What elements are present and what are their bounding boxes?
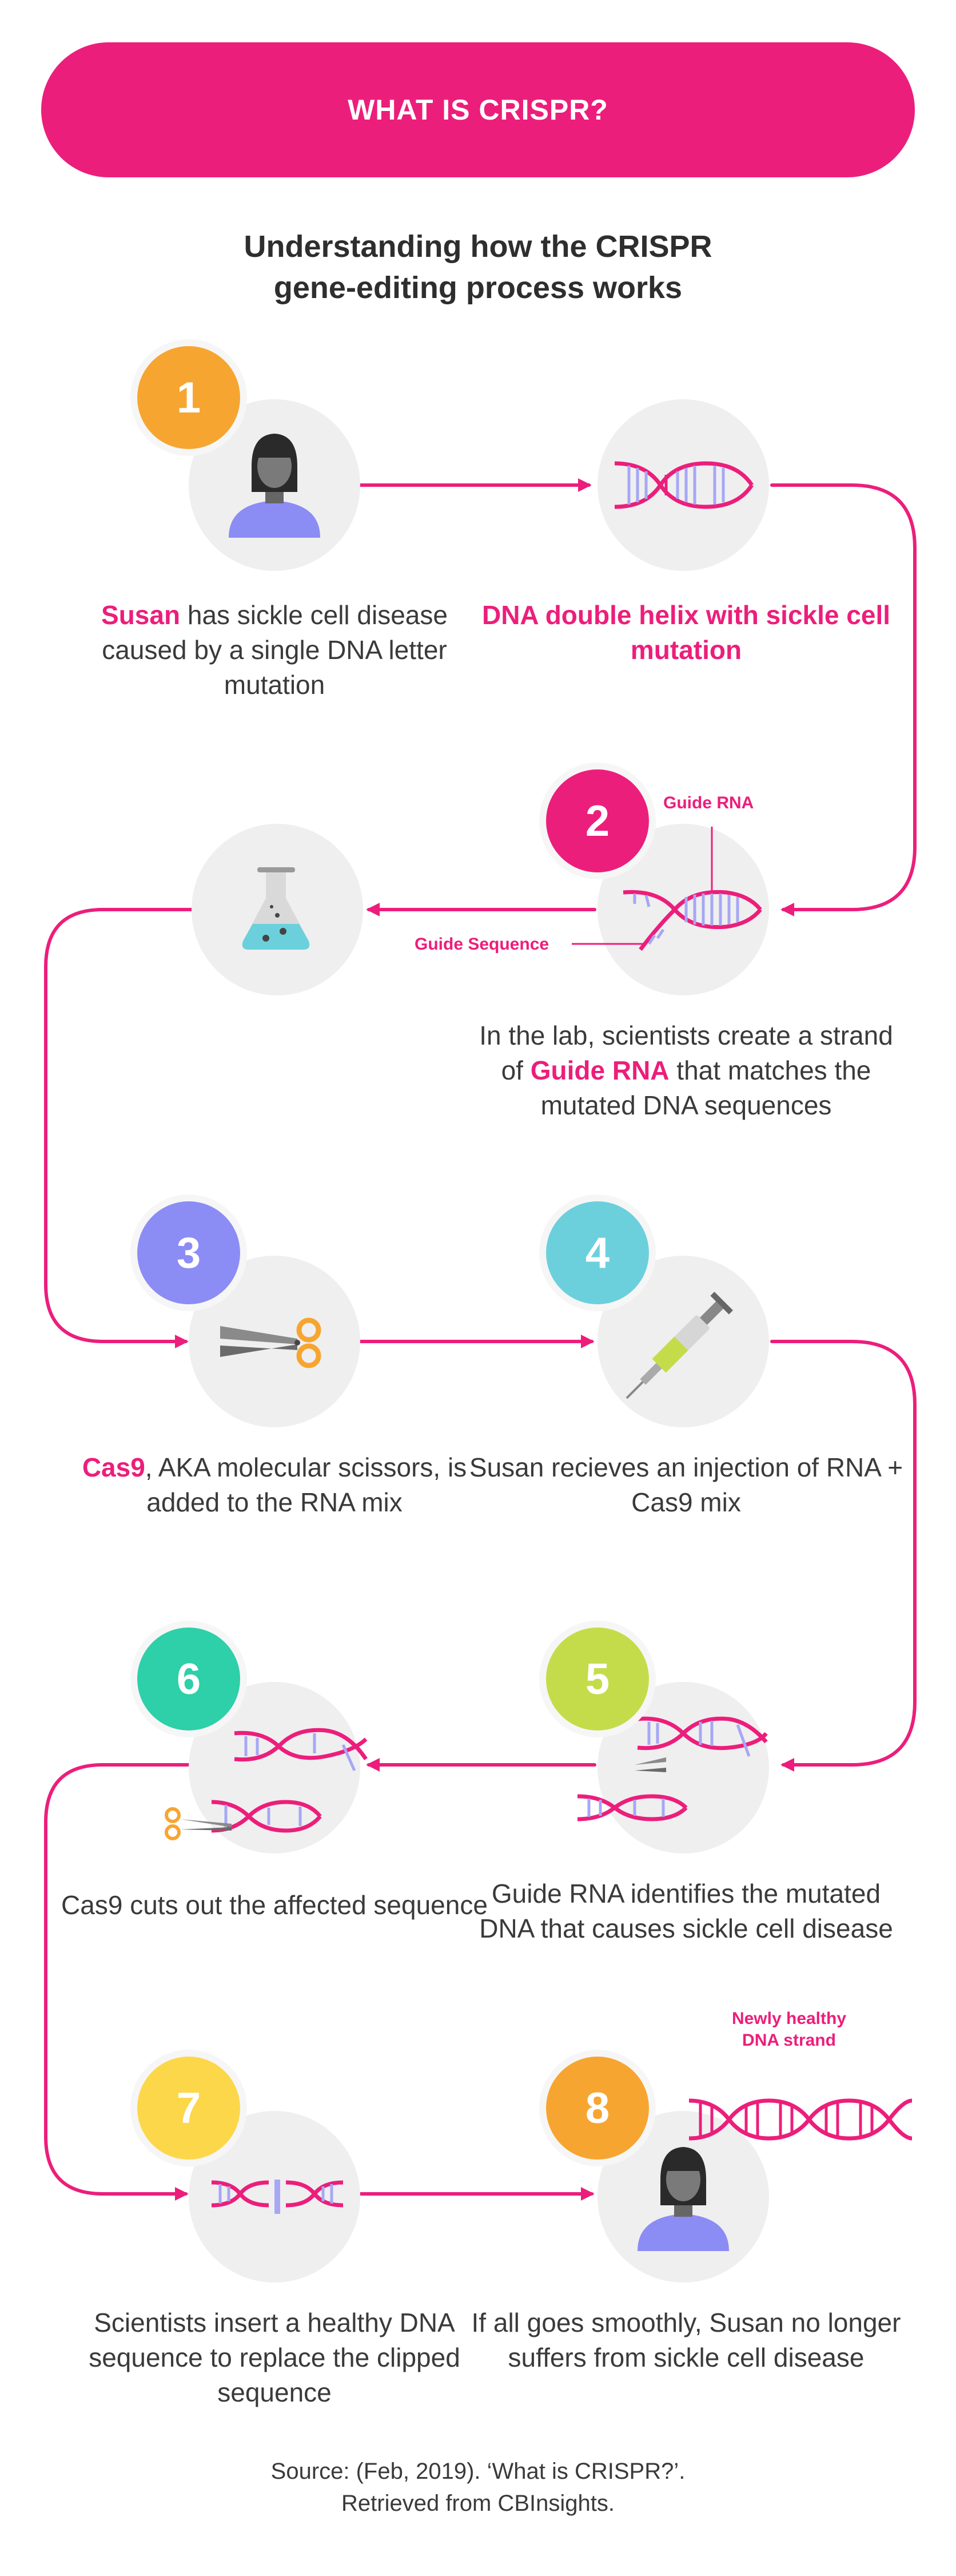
step-2-text-after: that matches the mutated DNA sequences (540, 1055, 871, 1120)
step-8-caption: If all goes smoothly, Susan no longer su… (469, 2305, 903, 2375)
guide-sequence-label: Guide Sequence (415, 935, 549, 954)
syringe-icon (626, 1292, 733, 1399)
step-1-highlight: Susan (101, 600, 181, 630)
newly-healthy-line-2: DNA strand (742, 2031, 836, 2050)
dna-helix-icon (688, 2098, 913, 2141)
step-1-caption: Susan has sickle cell disease caused by … (57, 598, 492, 702)
subtitle-line-2: gene-editing process works (273, 271, 683, 305)
newly-healthy-label: Newly healthy DNA strand (726, 2008, 852, 2051)
arrow-icon (44, 908, 193, 1348)
title-banner: WHAT IS CRISPR? (41, 42, 915, 177)
subtitle-line-1: Understanding how the CRISPR (244, 229, 712, 264)
arrow-icon (44, 1763, 193, 2201)
step-2-caption: In the lab, scientists create a strand o… (469, 1018, 903, 1123)
dna-caption-text: DNA double helix with sickle cell mutati… (481, 600, 891, 665)
dna-helix-icon (211, 1728, 368, 1833)
source-line-2: Retrieved from CBInsights. (341, 2491, 615, 2516)
source-line-1: Source: (Feb, 2019). ‘What is CRISPR?’. (270, 2459, 686, 2484)
step-8-badge: 8 (546, 2057, 649, 2160)
step-6-text: Cas9 cuts out the affected sequence (61, 1890, 488, 1920)
dna-caption: DNA double helix with sickle cell mutati… (469, 598, 903, 668)
step-2-text-before: In the lab, scientists create a strand o… (479, 1021, 893, 1085)
dna-helix-icon (614, 461, 754, 509)
step-2-highlight: Guide RNA (530, 1055, 670, 1085)
step-7-caption: Scientists insert a healthy DNA sequence… (57, 2305, 492, 2410)
step-7-text: Scientists insert a healthy DNA sequence… (89, 2308, 460, 2407)
subtitle: Understanding how the CRISPR gene-editin… (0, 226, 956, 308)
dna-helix-icon (211, 2180, 344, 2214)
dna-helix-icon (572, 827, 762, 951)
page-title: WHAT IS CRISPR? (348, 94, 608, 126)
step-6-caption: Cas9 cuts out the affected sequence (57, 1888, 492, 1923)
step-3-highlight: Cas9 (82, 1452, 145, 1482)
step-8-text: If all goes smoothly, Susan no longer su… (471, 2308, 901, 2372)
scissors-icon (165, 1807, 232, 1840)
step-1-text: has sickle cell disease caused by a sing… (102, 600, 448, 700)
person-icon (638, 2147, 729, 2251)
step-3-text: , AKA molecular scissors, is added to th… (145, 1452, 467, 1517)
arrow-icon (770, 483, 917, 916)
step-7-badge: 7 (137, 2057, 240, 2160)
dna-circle (598, 399, 769, 571)
flask-icon (242, 867, 310, 950)
guide-rna-label: Guide RNA (663, 793, 754, 812)
arrow-icon (770, 1340, 917, 1772)
person-icon (229, 434, 320, 538)
step-2-badge: 2 (546, 769, 649, 872)
scissors-icon (220, 1317, 321, 1368)
step-4-caption: Susan recieves an injection of RNA + Cas… (469, 1450, 903, 1520)
step-6-badge: 6 (137, 1628, 240, 1730)
step-3-caption: Cas9, AKA molecular scissors, is added t… (57, 1450, 492, 1520)
scissors-icon (635, 1757, 666, 1772)
step-3-badge: 3 (137, 1201, 240, 1304)
step-5-text: Guide RNA identifies the mutated DNA tha… (479, 1879, 893, 1943)
source-citation: Source: (Feb, 2019). ‘What is CRISPR?’. … (0, 2455, 956, 2519)
step-1-badge: 1 (137, 346, 240, 449)
dna-helix-icon (577, 1716, 768, 1821)
step-5-caption: Guide RNA identifies the mutated DNA tha… (469, 1876, 903, 1946)
step-5-badge: 5 (546, 1628, 649, 1730)
newly-healthy-line-1: Newly healthy (731, 2009, 847, 2028)
step-4-badge: 4 (546, 1201, 649, 1304)
step-4-text: Susan recieves an injection of RNA + Cas… (469, 1452, 903, 1517)
